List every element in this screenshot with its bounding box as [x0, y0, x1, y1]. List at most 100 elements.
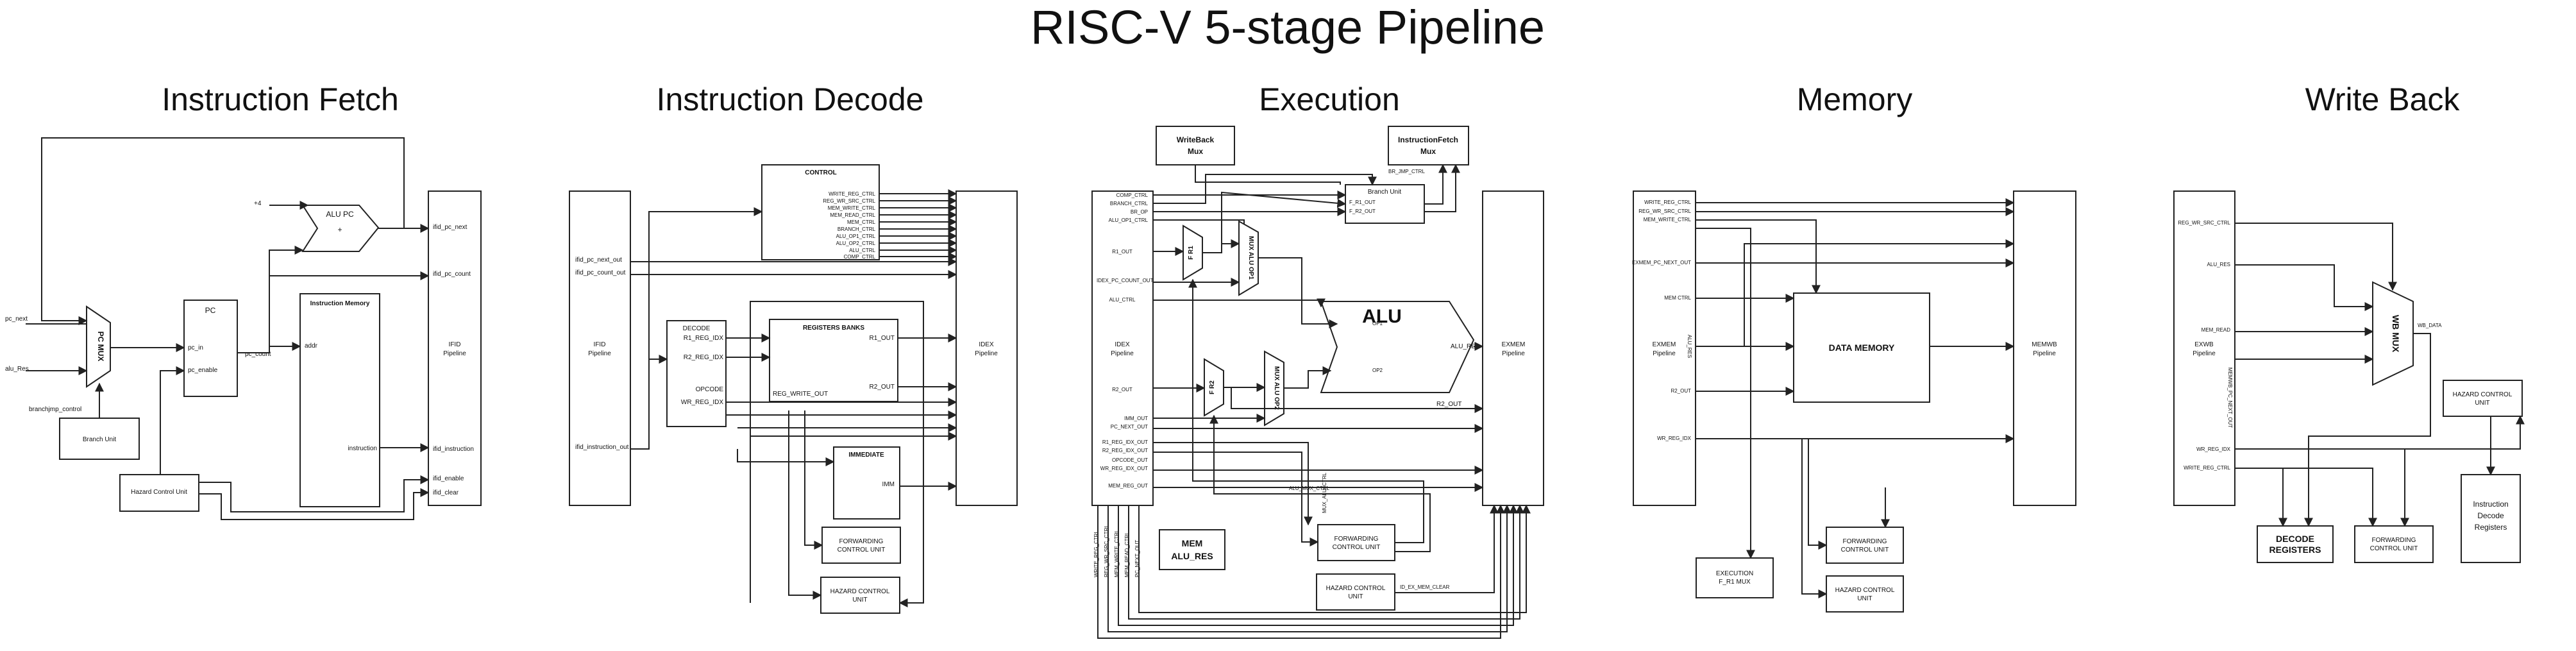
exec-bottom-3: MEM_READ_CTRL	[1124, 532, 1130, 577]
exwb-l1: EXWB	[2194, 341, 2214, 348]
wire-mem-alu-bypass	[1744, 239, 2015, 346]
ifid-instruction-port: ifid_instruction	[433, 446, 474, 453]
wire-ifmux-feed	[1424, 164, 1460, 212]
memwb-l2: Pipeline	[2033, 350, 2056, 357]
wire-wb-out	[2304, 333, 2431, 527]
wire-wb-wrreg	[2235, 415, 2525, 450]
mem-wr-reg: WR_REG_IDX	[1657, 435, 1692, 441]
exwb-l2: Pipeline	[2193, 350, 2216, 357]
mem-alu-res: ALU_RES	[1687, 335, 1692, 358]
wire-mem-s3	[1696, 228, 1755, 559]
control-unit-label: CONTROL	[805, 169, 836, 176]
memory-stage: EXMEM Pipeline WRITE_REG_CTRL REG_WR_SRC…	[1632, 190, 2076, 613]
exec-bottom-1: REG_WR_SRC_CTRL	[1104, 525, 1109, 577]
wb-data-label: WB_DATA	[2418, 323, 2442, 328]
exec-low-0: IMM_OUT	[1124, 416, 1148, 421]
instruction-memory-label: Instruction Memory	[310, 300, 370, 307]
wire-ex-bottom-3	[1118, 504, 1518, 626]
decode-stage: IFID Pipeline ifid_pc_next_out ifid_pc_c…	[569, 164, 1018, 614]
wire-dec-fwd-in	[804, 410, 823, 550]
wb-forwarding-l1: FORWARDING	[2372, 537, 2416, 544]
wb-sig-2: MEM_READ	[2201, 327, 2231, 333]
decode-forwarding-l2: CONTROL UNIT	[838, 546, 886, 554]
wb-hazard-l2: UNIT	[2475, 400, 2489, 407]
pc-in-label: pc_in	[188, 344, 203, 351]
alu-label: ALU	[1362, 306, 1402, 327]
alu-pc-label: ALU PC	[326, 210, 354, 219]
decode-registers-l1: DECODE	[2276, 534, 2314, 544]
wire-ex-low-3	[1153, 452, 1319, 546]
hazard-unit-box	[119, 474, 199, 512]
wire-pc-addr	[237, 246, 304, 353]
control-signal-1: REG_WR_SRC_CTRL	[823, 198, 875, 204]
mem-pc-next: EXMEM_PC_NEXT_OUT	[1632, 260, 1691, 266]
idex-pipeline-decode	[955, 190, 1018, 506]
memwb-l1: MEMWB	[2032, 341, 2057, 348]
f-r2-label: F R2	[1209, 380, 1216, 394]
if-mux-l2: Mux	[1420, 147, 1436, 156]
exec-hazard-l2: UNIT	[1348, 593, 1363, 600]
mem-r2-out: R2_OUT	[1671, 388, 1691, 394]
decode-box	[666, 320, 727, 427]
exec-f-r2-out: F_R2_OUT	[1349, 208, 1376, 214]
id-registers-l1: Instruction	[2473, 500, 2508, 509]
wire-wbmux-up	[1195, 165, 1341, 185]
exec-low-6: MEM_REG_OUT	[1108, 483, 1148, 489]
register-bank	[769, 319, 898, 402]
ifid-pc-next-port: ifid_pc_next	[433, 224, 467, 231]
wb-hazard-unit	[2443, 380, 2523, 417]
decode-hazard-unit	[820, 577, 900, 614]
exec-low-5: WR_REG_IDX_OUT	[1100, 466, 1148, 471]
exwb-pipeline	[2173, 190, 2235, 506]
wire-fwd-fr1	[1188, 278, 1424, 543]
data-memory	[1793, 292, 1930, 403]
regbank-r2-out: R2_OUT	[870, 384, 895, 391]
exec-exmem-l2: Pipeline	[1502, 350, 1525, 357]
wire-feedback-top	[41, 137, 405, 325]
ifid-label-2: Pipeline	[443, 350, 466, 357]
f-r2-mux	[1204, 358, 1224, 417]
control-signal-0: WRITE_REG_CTRL	[829, 191, 875, 197]
wire-dec-instr-ctrl	[648, 207, 763, 359]
control-signal-7: ALU_OP2_CTRL	[836, 241, 876, 246]
decode-forwarding-l1: FORWARDING	[839, 538, 884, 545]
mem-alu-res-l2: ALU_RES	[1171, 551, 1213, 561]
exec-idex-l2: Pipeline	[1111, 350, 1134, 357]
exec-r2-out: R2_OUT	[1112, 387, 1132, 393]
wire-wb-writectrl	[2235, 468, 2287, 527]
exec-forwarding-unit	[1317, 524, 1395, 561]
mux-alu-op2-label: MUX ALU OP2	[1273, 366, 1280, 410]
wire-hazard-pcen	[160, 366, 185, 475]
control-signal-2: MEM_WRITE_CTRL	[828, 205, 876, 211]
wire-wb-alures	[2235, 264, 2374, 311]
decode-in-pc-next: ifid_pc_next_out	[575, 257, 622, 264]
mem-ctrl: MEM CTRL	[1664, 295, 1691, 301]
wire-mem-s2	[1696, 219, 1821, 294]
exec-branch-unit-label: Branch Unit	[1368, 189, 1401, 196]
if-mux-box	[1388, 126, 1469, 165]
f-r1-mux	[1183, 224, 1203, 281]
ifid-pipeline-fetch	[428, 190, 482, 506]
writeback-mux-box	[1156, 126, 1235, 165]
decode-out-2: OPCODE	[696, 386, 724, 393]
wire-ex-ctrl-2	[1153, 174, 1377, 204]
wire-op2-alu	[1284, 366, 1332, 389]
decode-registers-l2: REGISTERS	[2269, 545, 2321, 555]
regbank-reg-write: REG_WRITE_OUT	[773, 391, 828, 398]
mux-alu-op1	[1238, 220, 1259, 296]
mem-alu-res-l1: MEM	[1182, 538, 1203, 548]
mem-sig-0: WRITE_REG_CTRL	[1644, 199, 1691, 205]
decode-out-0: R1_REG_IDX	[684, 335, 724, 342]
wire-r2-exmem	[1231, 387, 1484, 413]
exec-hazard-unit	[1316, 573, 1395, 611]
wb-mux-label: WB MUX	[2391, 315, 2401, 353]
decode-hazard-l2: UNIT	[852, 596, 867, 604]
wb-mux	[2372, 281, 2414, 386]
pc-next-label: pc_next	[5, 316, 28, 323]
wire-dec-haz-in	[788, 410, 822, 600]
wire-wb-src	[2235, 223, 2397, 291]
decode-registers-box	[2257, 525, 2334, 563]
mem-exmem-l1: EXMEM	[1653, 341, 1676, 348]
mem-hazard-unit	[1826, 575, 1904, 613]
